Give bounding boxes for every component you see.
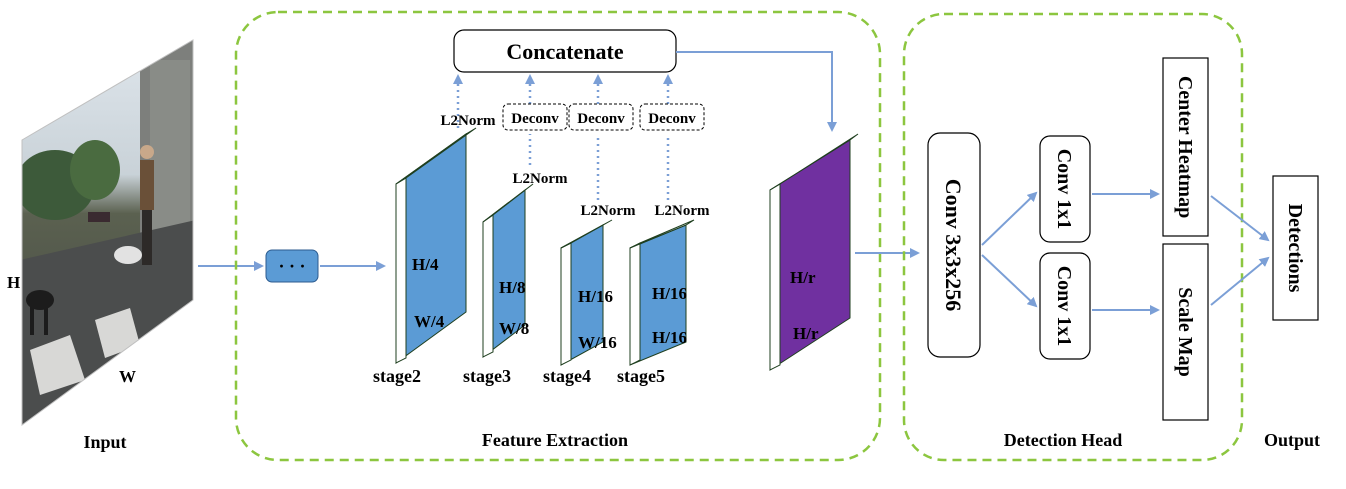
- scale-map-label: Scale Map: [1174, 287, 1196, 376]
- input-image: [21, 39, 194, 426]
- detections-box: [1272, 175, 1319, 321]
- feature-map-stage3: [482, 183, 534, 359]
- stage4-name: stage4: [543, 366, 591, 386]
- stage2-h-label: H/4: [412, 255, 439, 274]
- stage2-w-label: W/4: [414, 312, 445, 331]
- deconv-box-stage4: [568, 103, 634, 131]
- detections-label: Detections: [1284, 204, 1306, 293]
- stage5-name: stage5: [617, 366, 665, 386]
- conv1-bottom-label: Conv 1x1: [1053, 266, 1075, 347]
- center-heatmap-box: [1162, 57, 1209, 237]
- scale-map-box: [1162, 243, 1209, 421]
- l2norm-label-stage4: L2Norm: [581, 203, 636, 219]
- stage4-w-label: W/16: [578, 333, 617, 352]
- fused-w-label: H/r: [793, 324, 819, 343]
- conv1-top-box: [1039, 135, 1091, 243]
- l2norm-label-stage5: L2Norm: [655, 203, 710, 219]
- stage5-h-label: H/16: [652, 284, 687, 303]
- feature-map-stage4: [560, 219, 613, 366]
- arrow-conv3-to-conv1-bottom: [981, 254, 1038, 308]
- stage2-name: stage2: [373, 366, 421, 386]
- ellipsis-label: · · ·: [278, 256, 305, 276]
- concatenate-label: Concatenate: [506, 39, 624, 64]
- deconv-label-stage3: Deconv: [511, 111, 559, 127]
- center-heatmap-label: Center Heatmap: [1174, 76, 1196, 218]
- fused-feature-map: [769, 133, 859, 371]
- conv1-bottom-box: [1039, 252, 1091, 360]
- deconv-label-stage4: Deconv: [577, 111, 625, 127]
- arrow-concat-to-fused: [676, 51, 837, 132]
- detection-head-caption: Detection Head: [1004, 430, 1122, 450]
- ellipsis-box: [265, 249, 319, 283]
- deconv-box-stage3: [502, 103, 568, 131]
- l2norm-label-stage3: L2Norm: [513, 171, 568, 187]
- output-caption: Output: [1264, 430, 1320, 450]
- arrow-heatmap-to-detections: [1210, 195, 1270, 242]
- l2norm-label-stage2: L2Norm: [441, 113, 496, 129]
- feature-extraction-group: [234, 10, 882, 462]
- stage3-name: stage3: [463, 366, 511, 386]
- conv3-label: Conv 3x3x256: [941, 179, 966, 312]
- stage5-w-label: H/16: [652, 328, 687, 347]
- deconv-box-stage5: [639, 103, 705, 131]
- input-width-label: W: [119, 367, 136, 386]
- conv1-top-label: Conv 1x1: [1053, 149, 1075, 230]
- fused-h-label: H/r: [790, 268, 816, 287]
- input-caption: Input: [83, 432, 126, 452]
- feature-extraction-caption: Feature Extraction: [482, 430, 628, 450]
- conv3-box: [927, 132, 981, 358]
- arrow-scalemap-to-detections: [1210, 256, 1270, 306]
- feature-map-stage5: [629, 219, 695, 366]
- arrow-conv3-to-conv1-top: [981, 191, 1038, 246]
- deconv-label-stage5: Deconv: [648, 111, 696, 127]
- stage3-w-label: W/8: [499, 319, 529, 338]
- stage4-h-label: H/16: [578, 287, 613, 306]
- feature-map-stage2: [395, 127, 477, 364]
- detection-head-group: [902, 12, 1244, 462]
- input-height-label: H: [7, 273, 20, 292]
- stage3-h-label: H/8: [499, 278, 525, 297]
